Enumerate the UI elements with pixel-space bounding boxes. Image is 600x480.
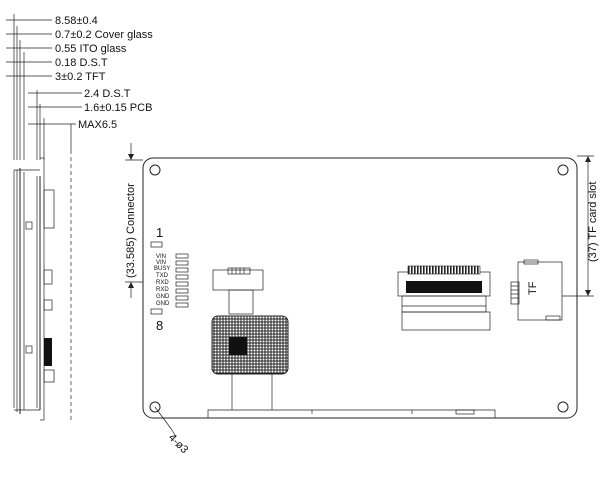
tf-text: TF xyxy=(527,281,539,295)
stack-dim-label: 0.18 D.S.T xyxy=(55,57,108,69)
mounting-hole xyxy=(557,401,569,413)
pin-number-first: 1 xyxy=(156,225,163,240)
stack-dimension-labels: 8.58±0.4 0.7±0.2 Cover glass 0.55 ITO gl… xyxy=(55,15,153,131)
pin-number-last: 8 xyxy=(156,318,163,333)
connector-dimension xyxy=(125,143,143,298)
pin-label: GND xyxy=(156,294,170,300)
fpc-connector-small xyxy=(212,267,264,315)
mounting-hole xyxy=(149,164,161,176)
stack-dim-label: 0.55 ITO glass xyxy=(55,43,127,55)
tf-dimension xyxy=(562,155,594,297)
stack-dim-label: 2.4 D.S.T xyxy=(84,88,131,100)
stack-dimension-leaders xyxy=(6,14,82,160)
mounting-holes xyxy=(149,164,569,438)
tf-card-slot xyxy=(510,259,563,321)
pin-label: RXD xyxy=(156,280,169,286)
stack-dim-label: 1.6±0.15 PCB xyxy=(84,102,152,114)
hole-label: 4-ø3 xyxy=(166,432,190,456)
stack-dim-label: 8.58±0.4 xyxy=(55,15,98,27)
pin-label: GND xyxy=(156,301,170,307)
stack-dim-label: 0.7±0.2 Cover glass xyxy=(55,29,153,41)
stack-dim-label: 3±0.2 TFT xyxy=(55,71,106,83)
board-back-view xyxy=(142,157,578,419)
side-view xyxy=(13,150,72,421)
pin-label: TXD xyxy=(156,273,169,279)
pin-label: RXD xyxy=(156,287,169,293)
chip-module xyxy=(211,315,289,375)
pin-label: VIN xyxy=(156,260,166,266)
mounting-hole xyxy=(149,401,161,413)
connector-dimension-label: (33.585) Connector xyxy=(125,183,137,278)
connector-header: 1 8 VIN VIN BUSY TXD RXD RXD GND GND xyxy=(150,225,189,333)
chip xyxy=(229,337,247,355)
tf-dimension-label: (37) TF card slot xyxy=(587,182,599,263)
stack-dim-label: MAX6.5 xyxy=(78,119,117,131)
pin-label: VIN xyxy=(156,254,166,260)
fpc-connector-large xyxy=(397,265,491,331)
mounting-hole xyxy=(557,164,569,176)
pin-label: BUSY xyxy=(154,266,170,272)
